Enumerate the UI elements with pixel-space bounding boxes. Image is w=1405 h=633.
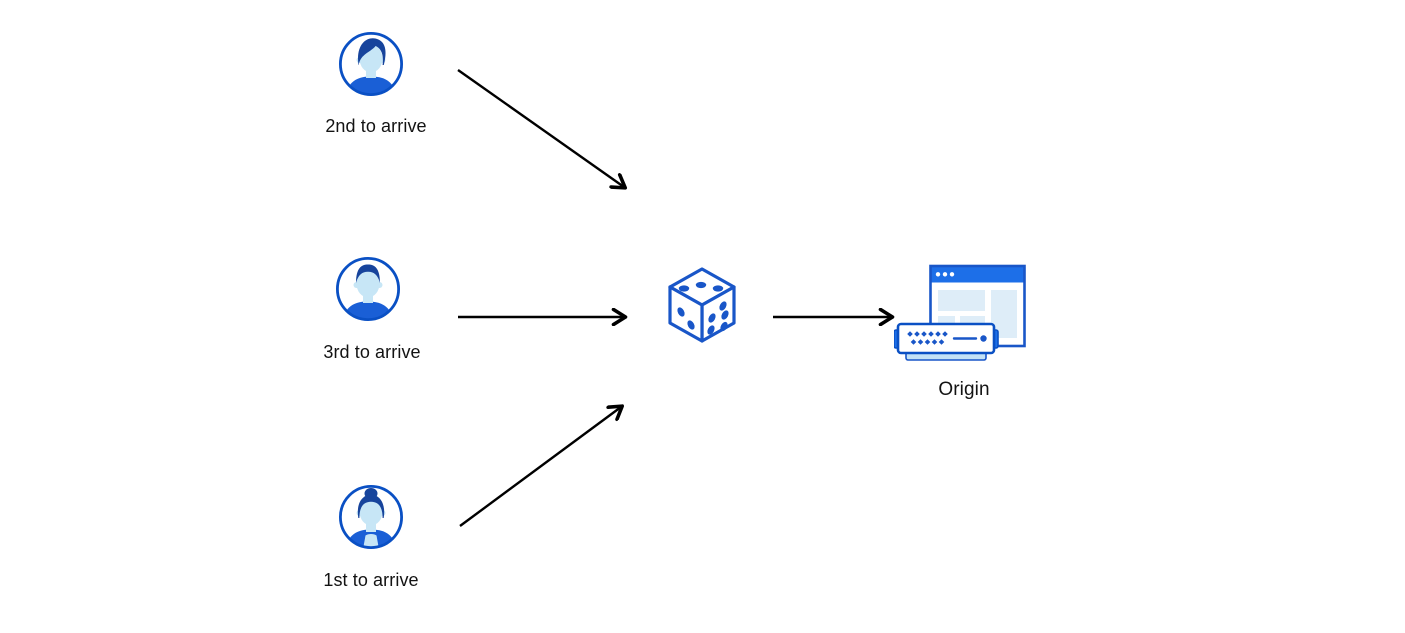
user-1st-label: 1st to arrive xyxy=(323,570,419,590)
person-avatar-icon xyxy=(338,484,404,550)
origin-server-icon xyxy=(893,264,1026,361)
origin-label: Origin xyxy=(938,379,990,400)
person-avatar-icon xyxy=(338,31,404,97)
node-user-1st xyxy=(338,484,404,550)
person-avatar-icon xyxy=(335,256,401,322)
node-user-2nd xyxy=(338,31,404,97)
user-2nd-label: 2nd to arrive xyxy=(325,116,427,136)
arrow-user1-to-dice xyxy=(459,407,621,527)
node-user-3rd xyxy=(335,256,401,322)
node-dice xyxy=(667,265,737,345)
node-origin xyxy=(893,261,1028,365)
dice-icon xyxy=(668,267,736,343)
arrow-user2-to-dice xyxy=(457,69,624,187)
user-3rd-label: 3rd to arrive xyxy=(323,342,421,362)
